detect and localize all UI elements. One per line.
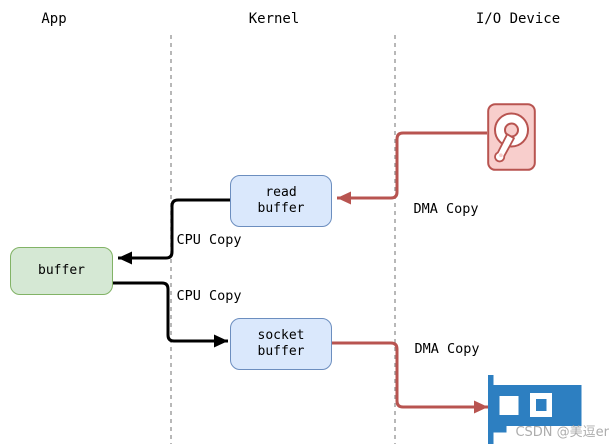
cpu-copy-label-write: CPU Copy <box>176 288 242 304</box>
socket-buffer-node: socket buffer <box>230 318 332 370</box>
socket-buffer-label-line2: buffer <box>257 344 305 359</box>
read-buffer-node: read buffer <box>230 175 332 227</box>
cpu-arrow-app-buffer-to-socket-buffer <box>113 281 228 348</box>
read-buffer-label-line2: buffer <box>257 201 305 216</box>
dma-arrow-disk-to-read-buffer <box>337 131 487 205</box>
dma-copy-label-read: DMA Copy <box>413 201 479 217</box>
hard-disk-icon <box>487 103 536 171</box>
csdn-watermark: CSDN @美逗er <box>515 425 609 440</box>
column-label-io-device: I/O Device <box>475 11 561 27</box>
app-buffer-label: buffer <box>38 262 85 278</box>
dma-arrow-socket-buffer-to-nic <box>332 341 488 414</box>
dma-copy-label-write: DMA Copy <box>414 341 480 357</box>
app-buffer-node: buffer <box>10 247 113 295</box>
cpu-arrow-read-buffer-to-app-buffer <box>118 198 230 265</box>
column-label-app: App <box>41 11 67 27</box>
read-buffer-label-line1: read <box>265 184 297 200</box>
network-card-icon <box>488 375 582 444</box>
column-label-kernel: Kernel <box>248 11 300 27</box>
socket-buffer-label-line1: socket <box>257 327 305 343</box>
cpu-copy-label-read: CPU Copy <box>176 232 242 248</box>
